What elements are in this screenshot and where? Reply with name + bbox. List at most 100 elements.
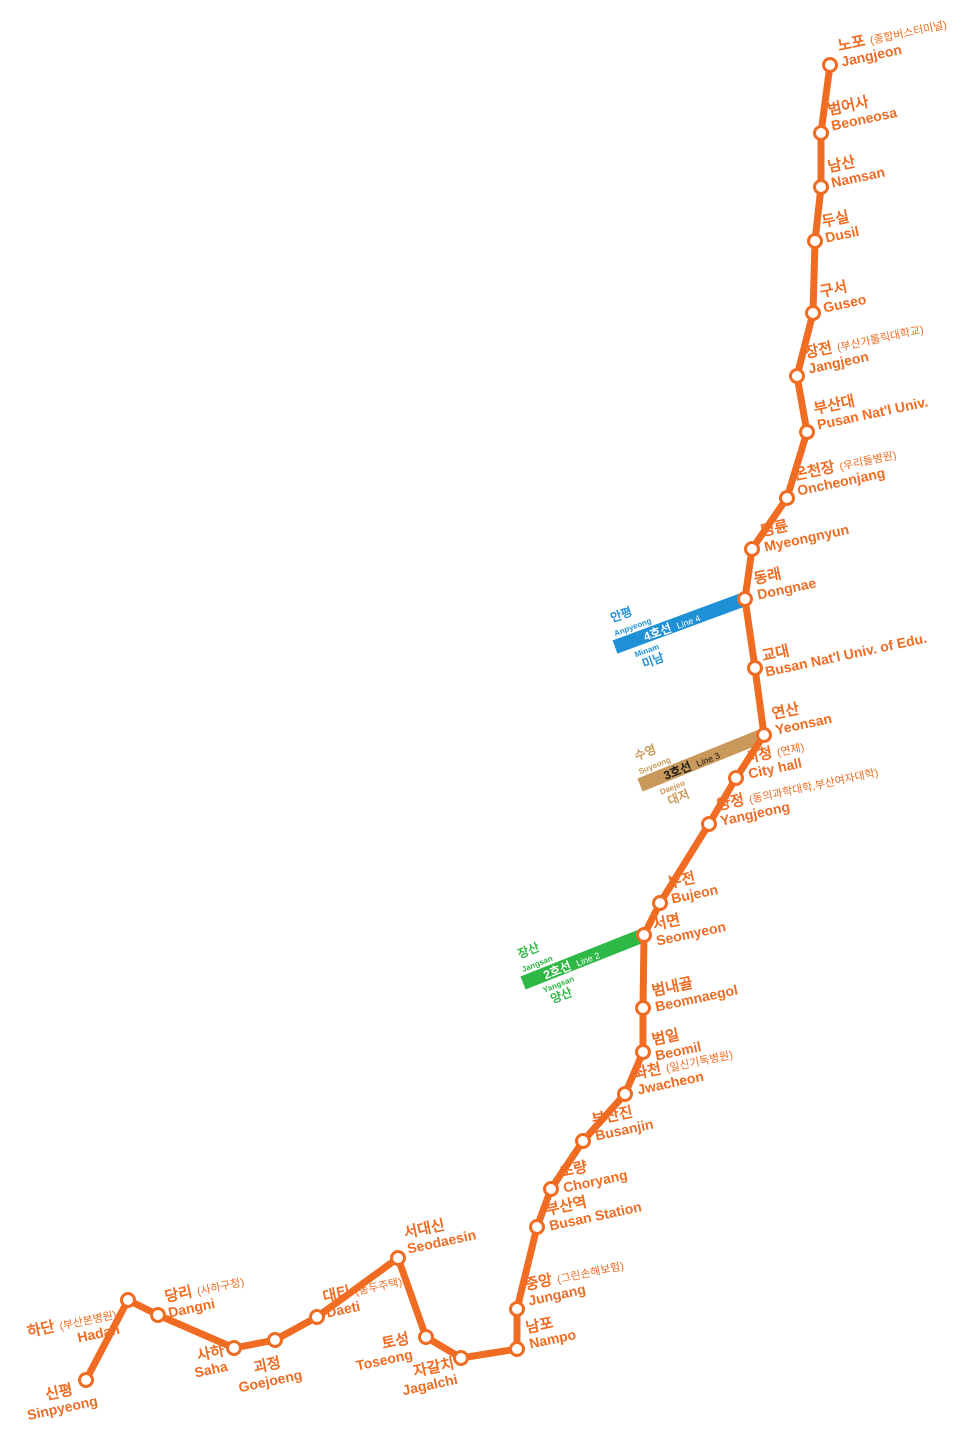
station-marker[interactable]	[635, 1044, 651, 1060]
station-marker[interactable]	[226, 1340, 242, 1356]
station-name-kr: 남포	[524, 1315, 555, 1337]
station-marker[interactable]	[635, 1000, 651, 1016]
station-marker[interactable]	[78, 1372, 94, 1388]
station-subtitle: (종합버스터미널)	[869, 18, 948, 47]
station-marker[interactable]	[309, 1309, 325, 1325]
station-subtitle: (그린손해보험)	[556, 1258, 625, 1286]
line-1-route	[82, 61, 834, 1384]
station-marker[interactable]	[150, 1307, 166, 1323]
station-name-en: Saha	[193, 1358, 229, 1381]
station-marker[interactable]	[737, 591, 753, 607]
station-marker[interactable]	[805, 305, 821, 321]
station-name-kr: 초량	[558, 1158, 589, 1181]
station-marker[interactable]	[652, 895, 668, 911]
station-label: 중앙(그린손해보험)Jungang	[523, 1255, 625, 1308]
station-marker[interactable]	[617, 1086, 633, 1102]
station-label: 온천장(우리들병원)Oncheonjang	[792, 445, 898, 499]
station-name-kr: 교대	[760, 643, 791, 665]
station-marker[interactable]	[799, 424, 815, 440]
station-marker[interactable]	[267, 1332, 283, 1348]
station-name-kr: 신평	[44, 1380, 75, 1403]
station-name-kr: 범일	[650, 1027, 681, 1049]
station-marker[interactable]	[529, 1219, 545, 1235]
station-marker[interactable]	[509, 1341, 525, 1357]
station-subtitle: (부산가톨릭대학교)	[836, 323, 925, 354]
station-name-kr: 구서	[818, 279, 849, 301]
station-subtitle: (동두주택)	[354, 1275, 403, 1298]
station-marker[interactable]	[813, 179, 829, 195]
station-dangni[interactable]: 당리(사하구청)Dangni	[150, 1272, 249, 1323]
station-hadan[interactable]: 하단(부산본병원)Hadan	[26, 1292, 136, 1356]
transfer-up-terminal-kr: 안평	[608, 603, 634, 625]
station-daeti[interactable]: 대티(동두주택)Daeti	[309, 1273, 407, 1325]
station-marker[interactable]	[744, 541, 760, 557]
station-name-kr: 명륜	[759, 517, 790, 540]
station-label: 노포(종합버스터미널)Jangjeon	[836, 15, 948, 69]
station-label: 당리(사하구청)Dangni	[163, 1272, 245, 1321]
station-subtitle: (연제)	[776, 741, 806, 759]
station-marker[interactable]	[453, 1350, 469, 1366]
station-name-kr: 괴정	[252, 1353, 283, 1376]
station-nopo[interactable]: 노포(종합버스터미널)Jangjeon	[822, 15, 952, 73]
station-marker[interactable]	[418, 1329, 434, 1345]
transfer-line-bar	[637, 728, 767, 792]
station-marker[interactable]	[789, 368, 805, 384]
station-marker[interactable]	[509, 1301, 525, 1317]
station-marker[interactable]	[575, 1133, 591, 1149]
station-marker[interactable]	[701, 816, 717, 832]
station-marker[interactable]	[756, 727, 772, 743]
station-name-kr: 토성	[380, 1329, 411, 1352]
station-name-kr: 연산	[770, 701, 801, 723]
station-marker[interactable]	[636, 927, 652, 943]
station-marker[interactable]	[807, 233, 823, 249]
station-marker[interactable]	[813, 125, 829, 141]
station-marker[interactable]	[543, 1181, 559, 1197]
station-name-kr: 동래	[752, 566, 783, 588]
station-name-kr: 남산	[826, 154, 857, 176]
station-marker[interactable]	[779, 490, 795, 506]
station-name-kr: 서면	[651, 912, 682, 934]
station-marker[interactable]	[747, 660, 763, 676]
station-marker[interactable]	[728, 770, 744, 786]
station-name-kr: 사하	[195, 1342, 226, 1364]
transfer-line-bar	[520, 928, 647, 990]
station-name-en: Daeti	[325, 1298, 362, 1321]
station-name-kr: 두실	[820, 209, 851, 231]
transfer-line-bar	[612, 592, 748, 654]
station-name-en: Dusil	[824, 223, 861, 246]
station-marker[interactable]	[390, 1250, 406, 1266]
station-marker[interactable]	[822, 57, 838, 73]
station-marker[interactable]	[120, 1292, 136, 1308]
transfer-down-terminal-kr: 미남	[640, 649, 666, 671]
